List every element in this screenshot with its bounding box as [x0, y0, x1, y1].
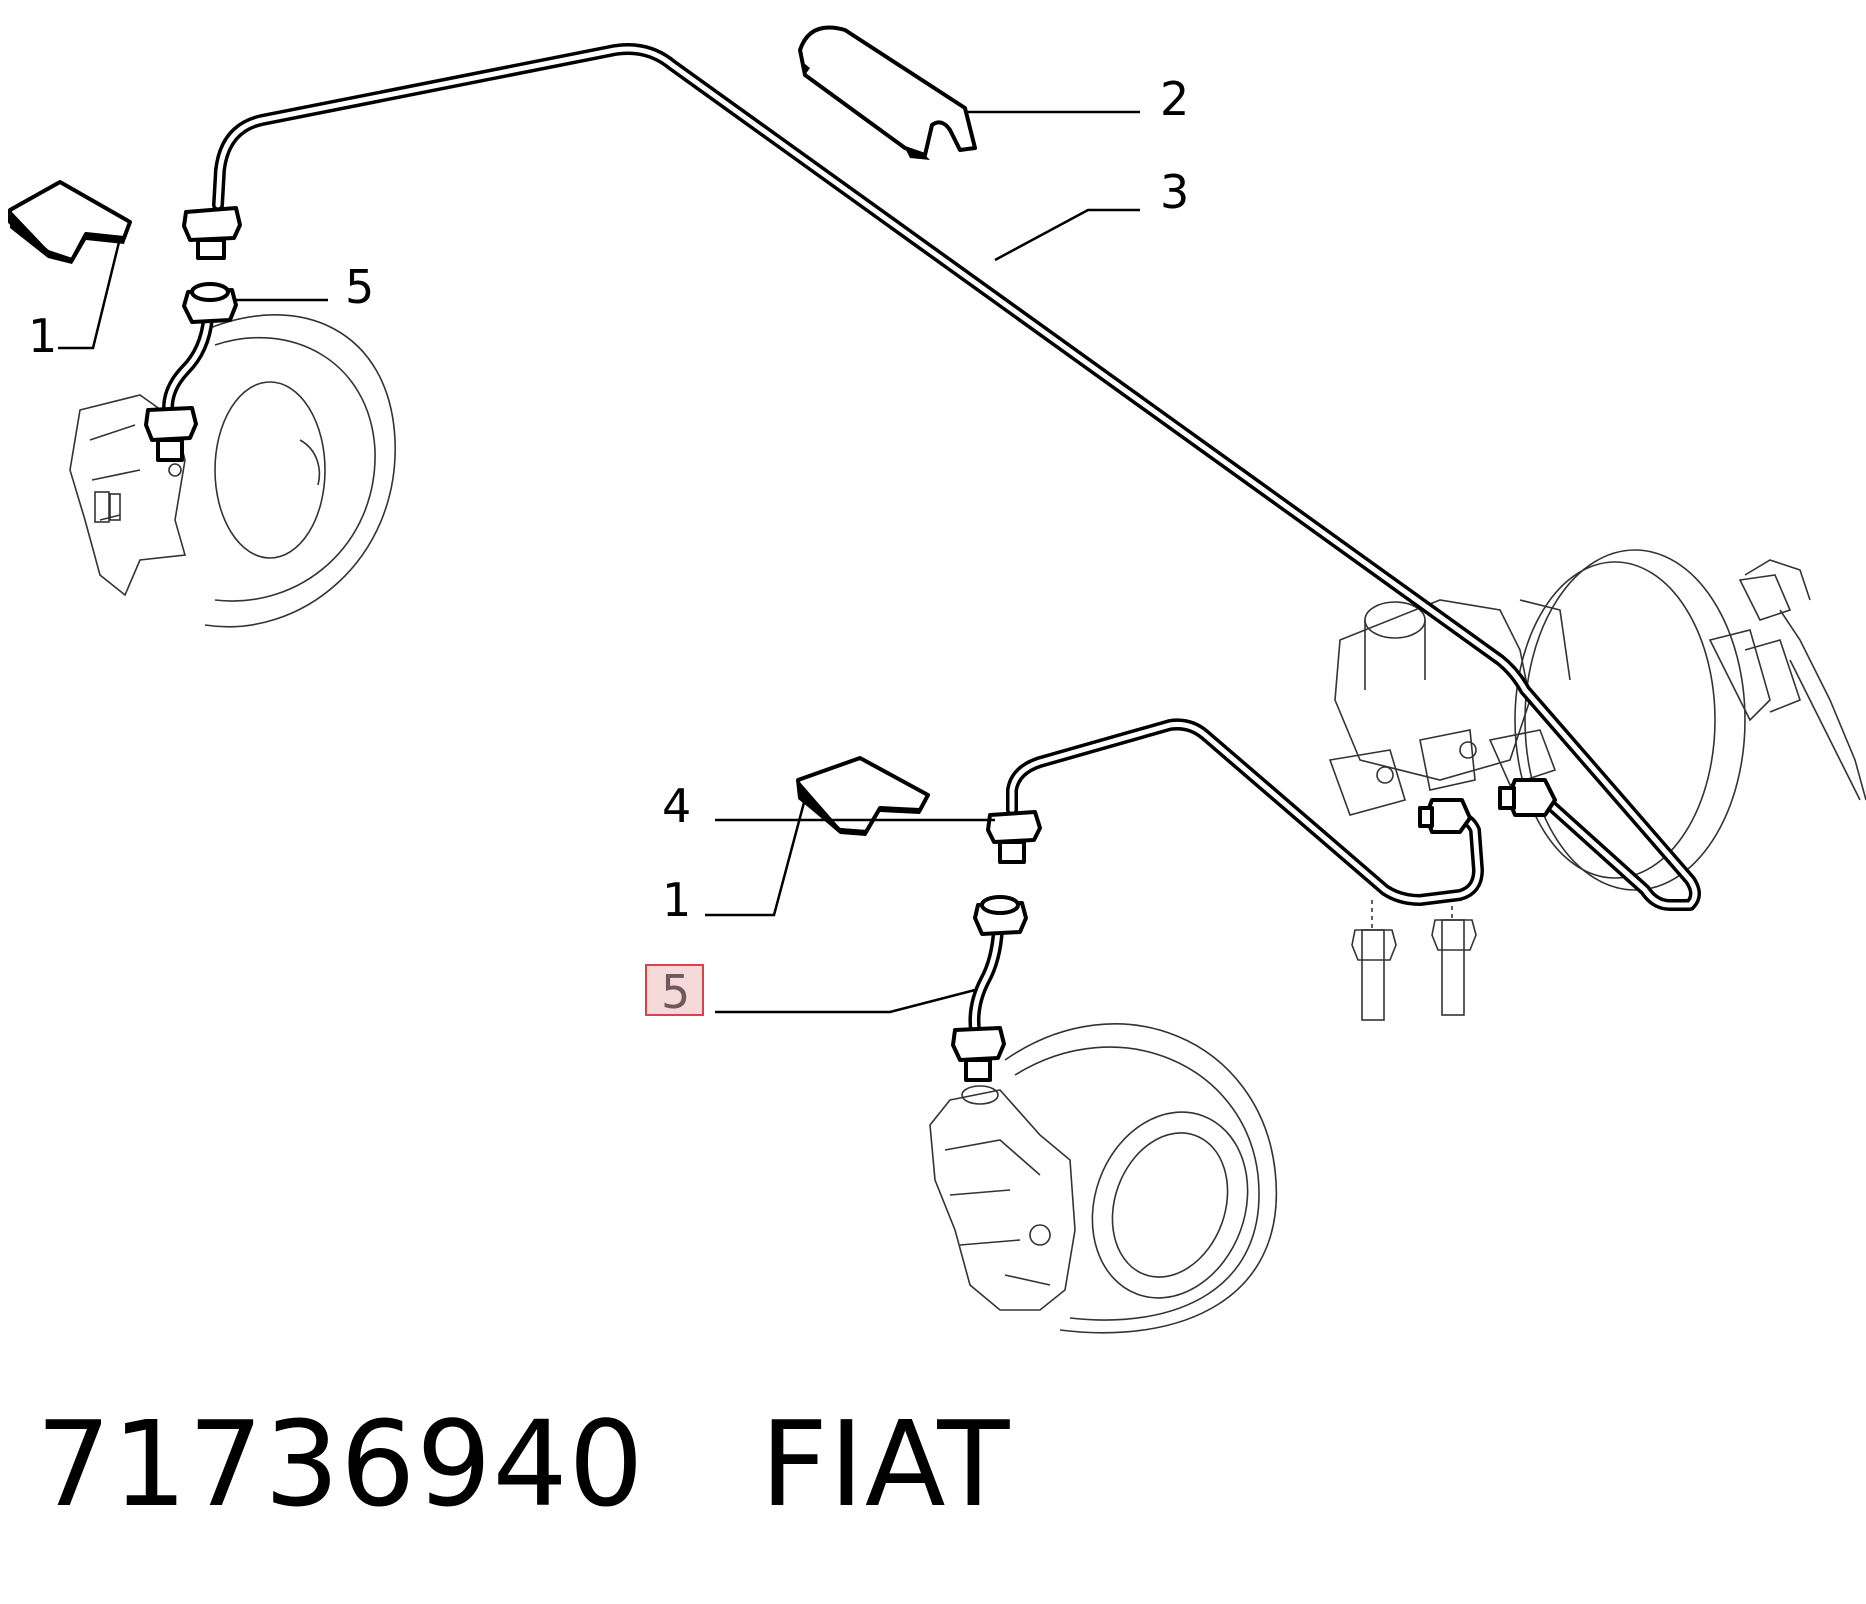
svg-text:1: 1 — [662, 873, 691, 927]
callout-1-lower: 1 — [662, 873, 691, 927]
svg-text:5: 5 — [345, 260, 374, 314]
callout-5-highlighted[interactable]: 5 — [645, 964, 704, 1019]
leader-lines — [58, 110, 1140, 1014]
svg-text:4: 4 — [662, 779, 691, 833]
part-number: 71736940 — [36, 1395, 645, 1533]
brand-name: FIAT — [760, 1395, 1011, 1533]
svg-text:3: 3 — [1160, 165, 1189, 219]
grommet-2 — [798, 25, 977, 160]
callout-4: 4 — [662, 779, 691, 833]
svg-text:5: 5 — [661, 965, 690, 1019]
clip-1-upper — [8, 180, 132, 264]
svg-text:1: 1 — [28, 309, 57, 363]
part-caption: 71736940 FIAT — [36, 1395, 1010, 1533]
brake-pipe-4 — [986, 718, 1484, 906]
flex-hose-5-upper — [144, 282, 238, 462]
lower-brake-assembly — [929, 1023, 1278, 1334]
callout-5-upper: 5 — [345, 260, 374, 314]
upper-left-brake-assembly — [69, 314, 396, 628]
master-cylinder-assembly — [1328, 549, 1866, 1021]
flex-hose-5-lower — [951, 895, 1028, 1082]
callout-highlight-box — [645, 964, 704, 1016]
brake-pipe-3 — [182, 43, 1701, 911]
clip-1-lower — [796, 756, 930, 836]
callout-3: 3 — [1160, 165, 1189, 219]
callout-1-upper: 1 — [28, 309, 57, 363]
callout-2: 2 — [1160, 72, 1189, 126]
svg-text:2: 2 — [1160, 72, 1189, 126]
